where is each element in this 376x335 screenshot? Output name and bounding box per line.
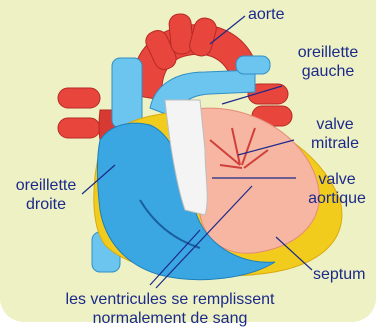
caption-line2: normalement de sang <box>30 309 310 328</box>
caption-ventricules: les ventricules se remplissent normaleme… <box>30 290 310 328</box>
label-valve-aortique: valve aortique <box>300 170 374 208</box>
label-oreillette-gauche-line1: oreillette <box>283 43 373 62</box>
label-oreillette-droite-line1: oreillette <box>4 176 88 195</box>
label-oreillette-gauche: oreillette gauche <box>283 43 373 81</box>
label-valve-mitrale-line2: mitrale <box>300 134 370 153</box>
label-valve-aortique-line1: valve <box>300 170 374 189</box>
label-oreillette-droite: oreillette droite <box>4 176 88 214</box>
label-valve-mitrale: valve mitrale <box>300 115 370 153</box>
label-oreillette-droite-line2: droite <box>4 195 88 214</box>
label-valve-mitrale-line1: valve <box>300 115 370 134</box>
label-oreillette-gauche-line2: gauche <box>283 62 373 81</box>
label-septum: septum <box>313 265 365 284</box>
caption-line1: les ventricules se remplissent <box>30 290 310 309</box>
label-aorte: aorte <box>248 5 284 24</box>
label-valve-aortique-line2: aortique <box>300 189 374 208</box>
